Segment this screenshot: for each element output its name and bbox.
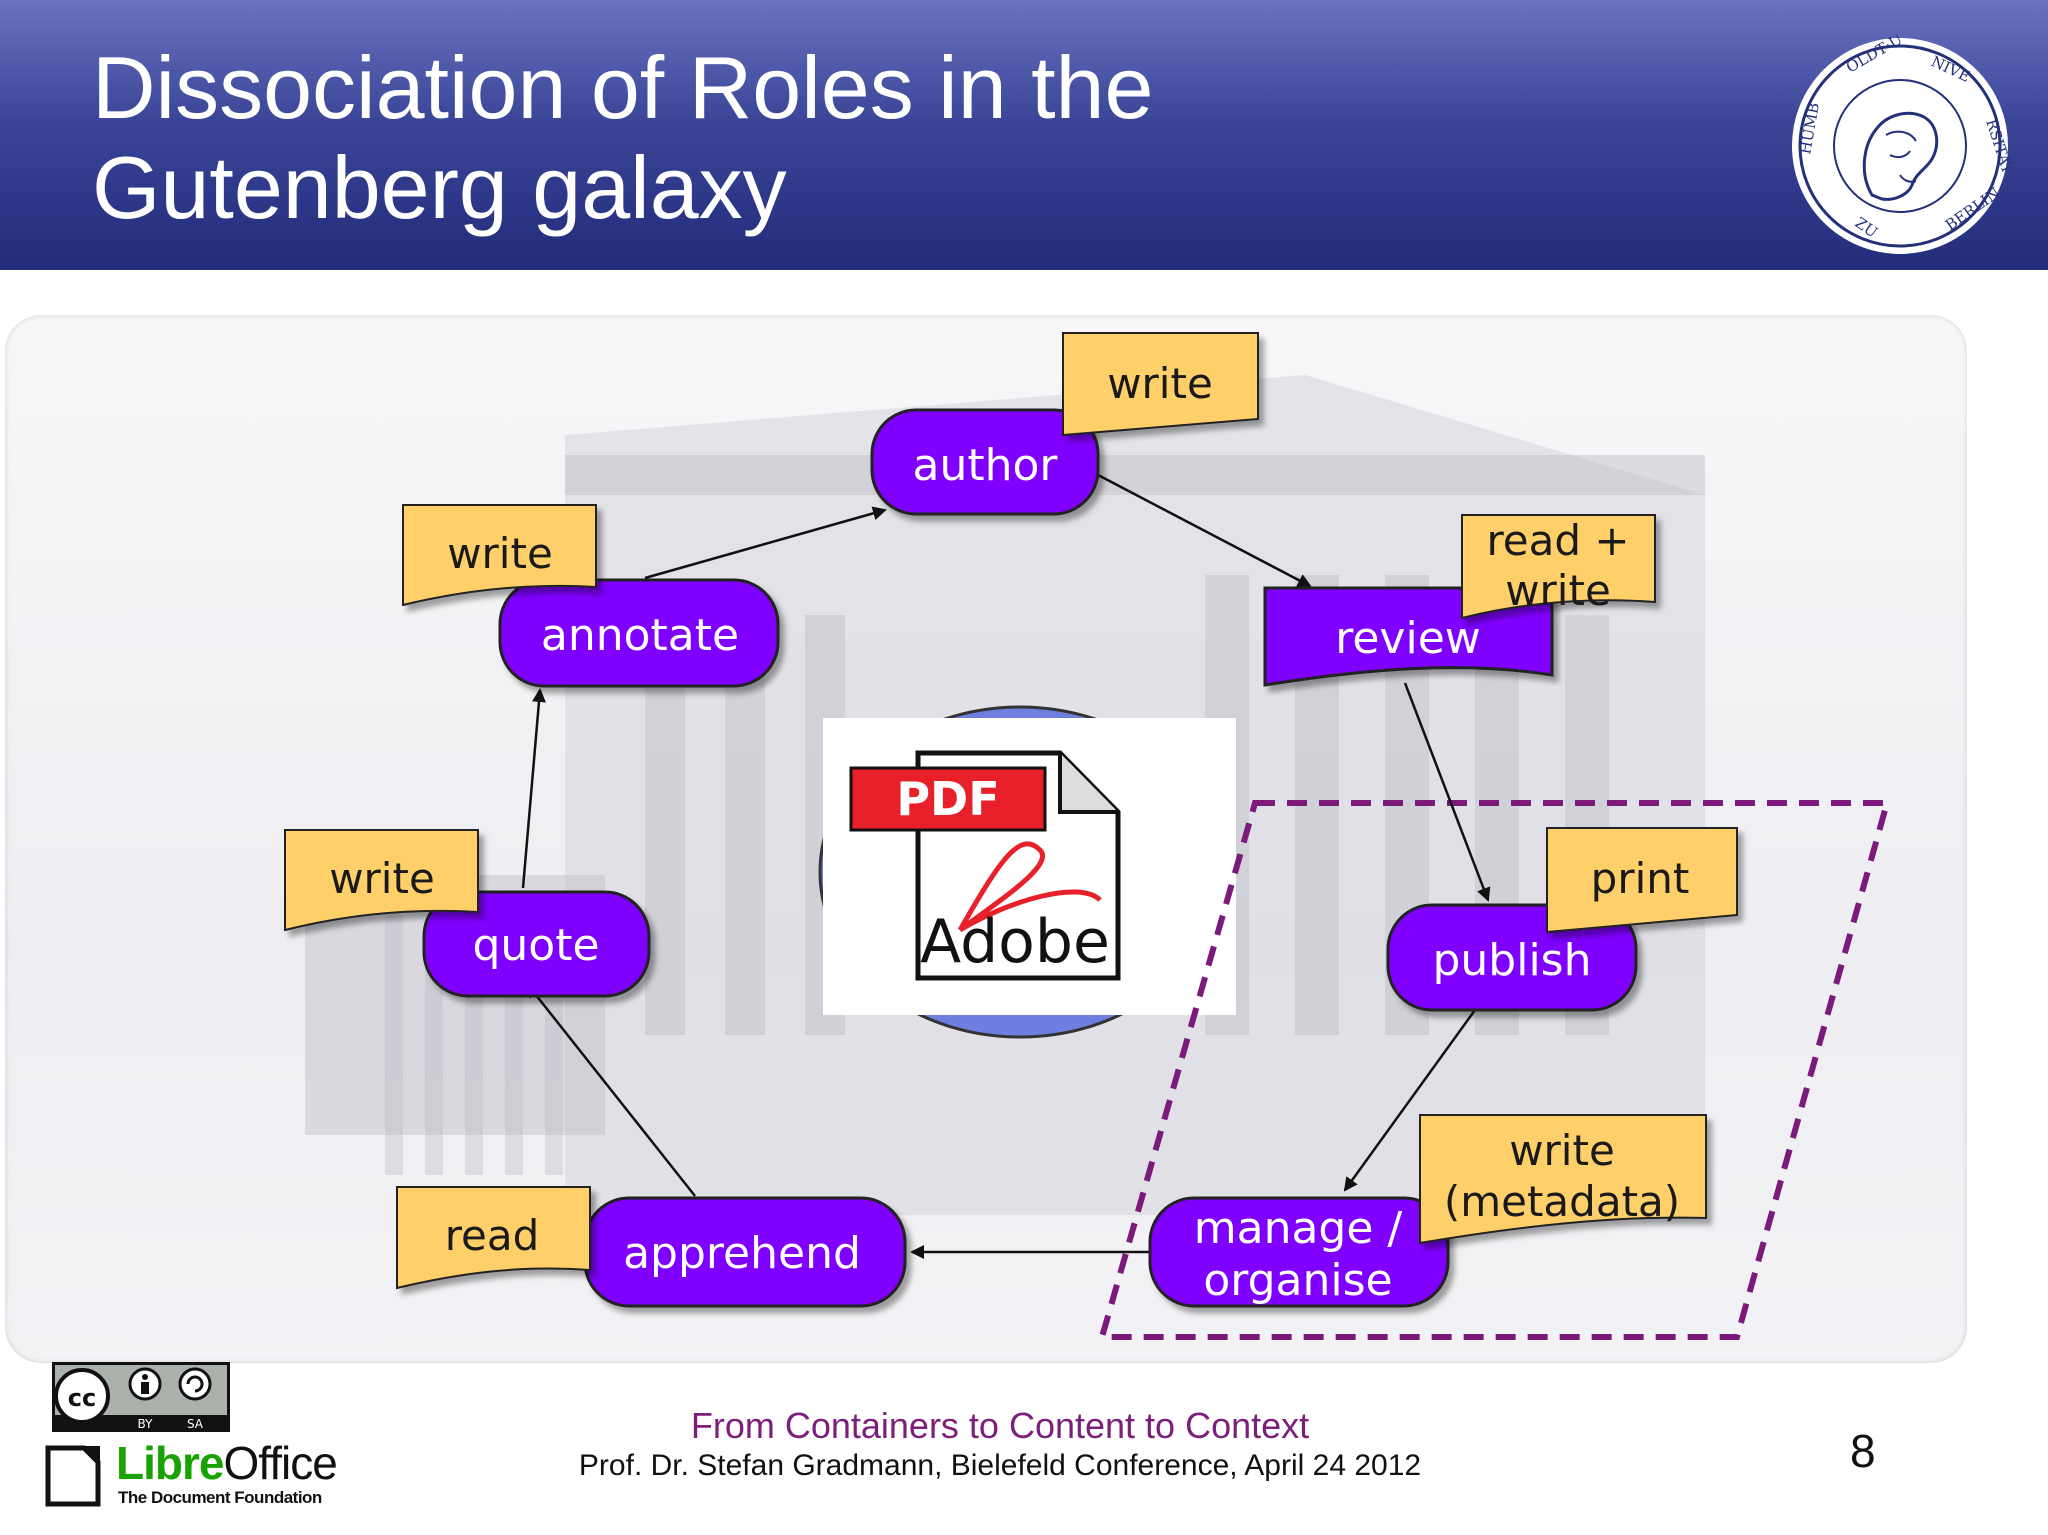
slide-title: Dissociation of Roles in the Gutenberg g…: [92, 38, 1154, 237]
libreoffice-tagline: The Document Foundation: [118, 1488, 322, 1507]
role-review-label: review: [1335, 613, 1481, 664]
role-annotate: annotate: [498, 578, 780, 688]
note-annotate-text: write: [447, 529, 553, 578]
role-manage-organise: manage / organise: [1148, 1196, 1450, 1308]
pdf-label: PDF: [896, 772, 999, 826]
note-publish-text: print: [1591, 854, 1690, 903]
cycle-arrows: [521, 473, 1491, 1259]
role-annotate-label: annotate: [541, 610, 739, 661]
note-publish: print: [1546, 827, 1738, 934]
role-apprehend: apprehend: [583, 1196, 907, 1308]
cc-sa-label: SA: [187, 1417, 204, 1431]
role-quote-label: quote: [472, 920, 599, 971]
note-manage-line1: write: [1509, 1126, 1615, 1175]
footer-title: From Containers to Content to Context: [690, 1405, 1310, 1446]
role-publish-label: publish: [1432, 935, 1591, 986]
role-manage-line2: organise: [1203, 1255, 1392, 1306]
note-annotate: write: [402, 504, 597, 607]
dashed-highlight-frame: [1098, 800, 1891, 1340]
adobe-label: Adobe: [920, 907, 1110, 977]
note-apprehend-text: read: [445, 1211, 540, 1260]
role-author-label: author: [913, 440, 1059, 491]
cc-by-label: BY: [138, 1417, 154, 1431]
note-manage-line2: (metadata): [1444, 1177, 1680, 1226]
libreoffice-wordmark: LibreOffice: [116, 1437, 338, 1489]
note-author: write: [1062, 332, 1259, 437]
role-author: author: [870, 408, 1100, 516]
university-seal-icon: HUMB OLDT·U NIVE RSITÄT BERLIN ZU: [1792, 35, 2010, 254]
note-apprehend: read: [396, 1186, 591, 1290]
creative-commons-icon: cc BY SA: [52, 1362, 230, 1432]
libreoffice-document-icon: [45, 1445, 101, 1507]
note-review-line1: read +: [1486, 516, 1629, 565]
role-publish: publish: [1386, 903, 1638, 1012]
svg-text:cc: cc: [68, 1384, 96, 1412]
note-review: read + write: [1461, 514, 1656, 620]
note-review-line2: write: [1505, 566, 1611, 615]
note-author-text: write: [1107, 359, 1213, 408]
note-manage: write (metadata): [1419, 1114, 1707, 1245]
slide-header: Dissociation of Roles in the Gutenberg g…: [0, 0, 2048, 270]
role-apprehend-label: apprehend: [623, 1228, 861, 1279]
note-quote-text: write: [329, 854, 435, 903]
role-quote: quote: [422, 890, 651, 998]
note-quote: write: [284, 829, 479, 932]
footer-subtitle: Prof. Dr. Stefan Gradmann, Bielefeld Con…: [578, 1449, 1422, 1482]
pdf-adobe-icon: PDF Adobe: [823, 718, 1236, 1015]
role-manage-line1: manage /: [1194, 1203, 1403, 1254]
page-number: 8: [1850, 1425, 1876, 1477]
libreoffice-logo: LibreOffice The Document Foundation: [30, 1432, 352, 1516]
